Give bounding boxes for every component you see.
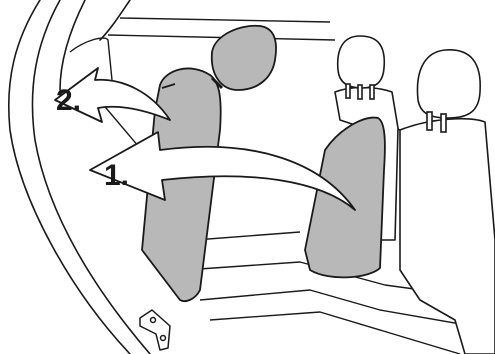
seat-latch-bracket (140, 310, 170, 350)
headrest-panel-2 (212, 26, 276, 90)
step-1-label: 1. (104, 159, 129, 192)
step-2-label: 2. (56, 84, 81, 117)
right-seatback (395, 119, 495, 354)
